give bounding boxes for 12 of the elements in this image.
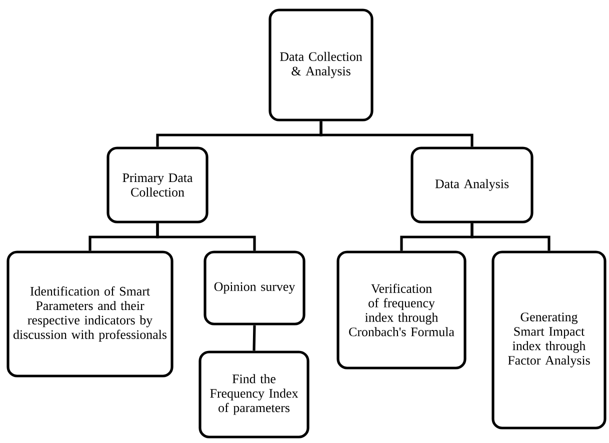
process-box: Find the Frequency Index of parameters (198, 350, 310, 438)
connector-line (320, 121, 474, 147)
connector-line (252, 325, 256, 351)
process-box: Opinion survey (204, 250, 306, 326)
process-box: Data Analysis (410, 146, 534, 224)
process-box: Data Collection & Analysis (268, 8, 374, 122)
process-box: Verification of frequency index through Cronbach's Formula (336, 250, 466, 370)
process-box: Generating Smart Impact index through Factor Analysis (492, 250, 606, 430)
process-box: Primary Data Collection (106, 146, 208, 224)
connector-line (470, 223, 550, 251)
connector-line (156, 223, 256, 251)
process-box: Identification of Smart Parameters and their respective indicators by discussion with professionals (6, 250, 174, 378)
